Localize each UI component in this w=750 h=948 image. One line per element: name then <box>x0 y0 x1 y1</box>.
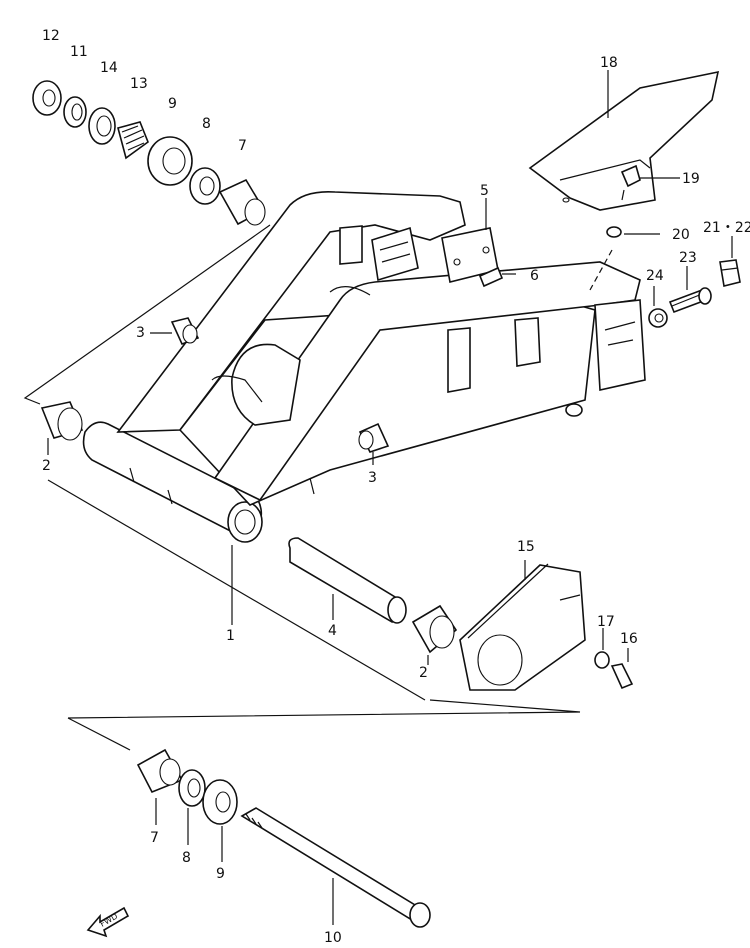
part-2-bearing-right <box>411 604 458 654</box>
part-14-seal <box>88 107 116 145</box>
part-19-bolt <box>620 164 641 188</box>
label-2-left: 2 <box>42 458 51 474</box>
part-17-collar <box>594 651 610 669</box>
part-12-nut <box>32 80 62 116</box>
label-11: 11 <box>70 44 88 60</box>
label-2-right: 2 <box>419 665 428 681</box>
part-16-bolt <box>610 663 634 690</box>
part-9-bearing-top <box>147 136 193 186</box>
label-15: 15 <box>517 539 535 555</box>
part-11-washer <box>63 96 87 128</box>
label-3-upper: 3 <box>136 325 145 341</box>
part-20-washer <box>606 226 622 238</box>
label-20: 20 <box>672 227 690 243</box>
part-21-22-nut-clip <box>719 259 741 287</box>
label-7-top: 7 <box>238 138 247 154</box>
label-14: 14 <box>100 60 118 76</box>
label-8-top: 8 <box>202 116 211 132</box>
part-23-bolt <box>668 287 712 314</box>
label-21-22: 21・22 <box>703 220 750 236</box>
part-1-swingarm <box>82 190 646 543</box>
label-3-lower: 3 <box>368 470 377 486</box>
label-17: 17 <box>597 614 615 630</box>
part-7-collar-bottom <box>136 748 184 794</box>
label-24: 24 <box>646 268 664 284</box>
label-13: 13 <box>130 76 148 92</box>
part-18-chain-cover <box>528 70 720 211</box>
part-8-washer-bottom <box>178 769 206 807</box>
part-8-washer-top <box>189 167 221 205</box>
part-4-sleeve <box>288 537 407 624</box>
part-24-nut <box>648 308 668 328</box>
label-1: 1 <box>226 628 235 644</box>
part-10-axle <box>240 807 431 928</box>
label-5: 5 <box>480 183 489 199</box>
part-3-collar-lower <box>358 422 390 453</box>
part-2-bearing-left <box>40 401 84 441</box>
label-16: 16 <box>620 631 638 647</box>
forward-arrow-icon: FWD <box>86 906 130 938</box>
label-9-top: 9 <box>168 96 177 112</box>
label-19: 19 <box>682 171 700 187</box>
part-15-chain-buffer <box>459 563 586 691</box>
label-8-bottom: 8 <box>182 850 191 866</box>
part-3-collar-upper <box>170 317 200 346</box>
part-6-bolt <box>478 266 516 288</box>
part-13-spring <box>117 121 149 160</box>
label-12: 12 <box>42 28 60 44</box>
label-18: 18 <box>600 55 618 71</box>
label-6: 6 <box>530 268 539 284</box>
label-7-bottom: 7 <box>150 830 159 846</box>
part-9-bearing-bottom <box>202 779 238 825</box>
label-4: 4 <box>328 623 337 639</box>
label-23: 23 <box>679 250 697 266</box>
label-10: 10 <box>324 930 342 946</box>
part-7-collar-top <box>218 178 266 226</box>
label-9-bottom: 9 <box>216 866 225 882</box>
